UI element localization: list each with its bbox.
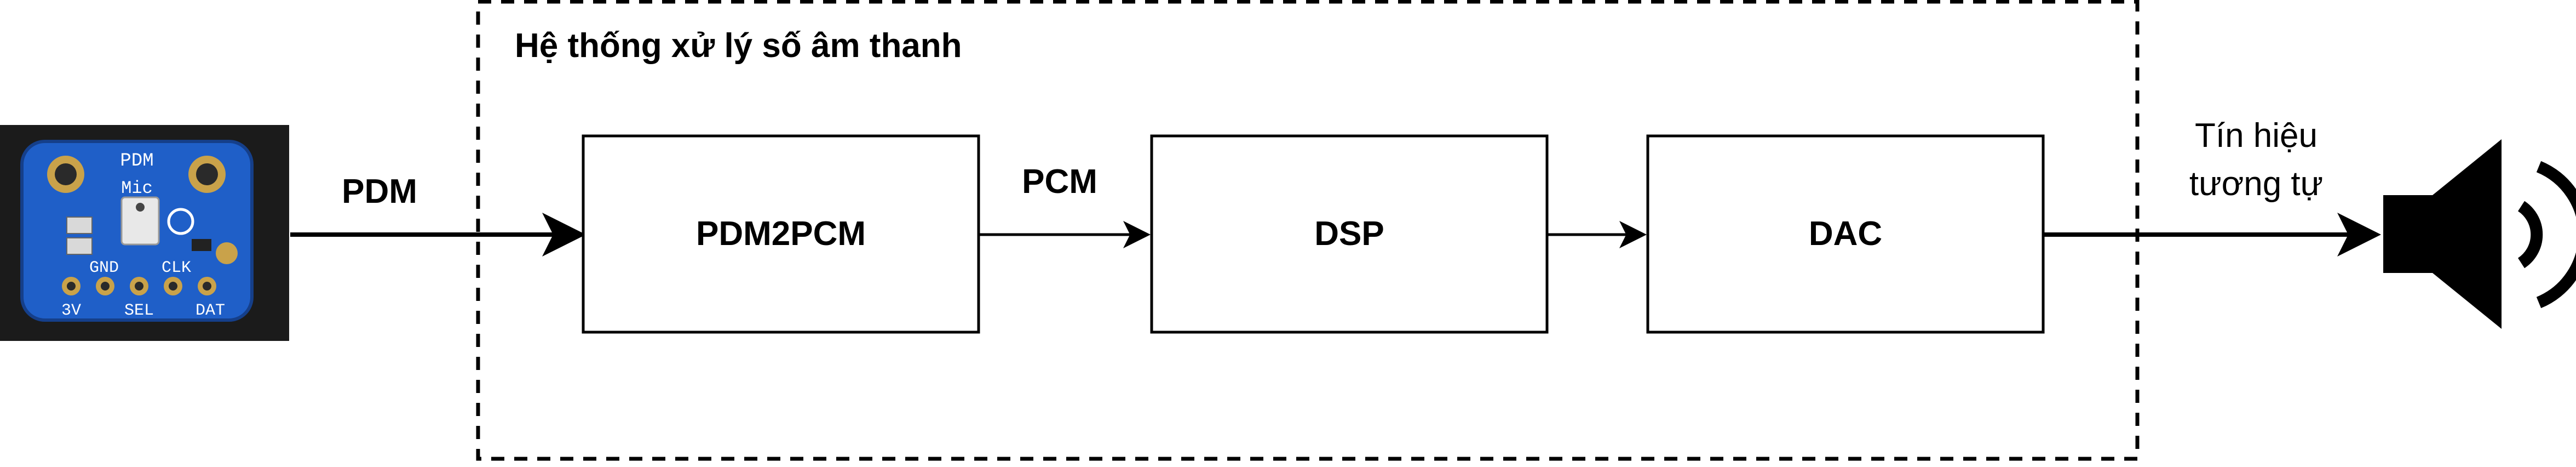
mic-pin-label-clk: CLK [162,259,191,277]
mic-pin-label-dat: DAT [196,301,225,320]
mic-pin-label-3v: 3V [61,301,81,320]
mic-board-text-mid: Mic [121,178,153,198]
mic-pin-label-gnd: GND [89,259,119,277]
system-label: Hệ thống xử lý số âm thanh [515,27,962,65]
pdm-mic-board-image: PDM Mic GND CLK 3V SEL DAT [0,125,289,341]
mic-pin-label-sel: SEL [124,301,154,320]
pdm-label: PDM [342,173,417,210]
output-label-line2: tương tự [2189,165,2323,203]
block-pdm2pcm [582,134,980,334]
pcm-label: PCM [1022,163,1097,201]
block-dsp [1150,134,1549,334]
system-boundary [476,0,2140,461]
mic-pin-pads [62,277,216,295]
speaker-icon [2383,139,2576,329]
block-pdm2pcm-label: PDM2PCM [696,215,866,253]
block-dac-label: DAC [1809,215,1882,253]
output-label-line1: Tín hiệu [2195,117,2318,155]
mic-board-text-top: PDM [120,151,153,172]
block-dsp-label: DSP [1314,215,1384,253]
